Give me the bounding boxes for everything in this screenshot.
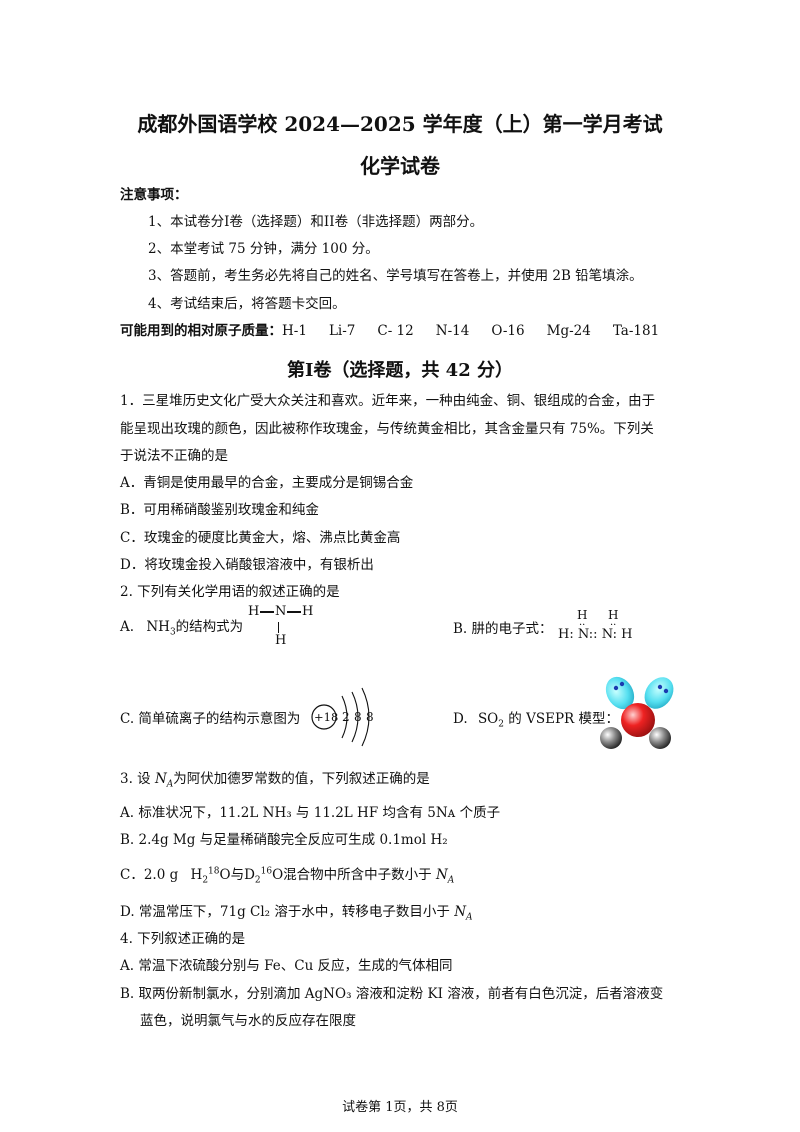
n2h4-top-h2: H — [608, 608, 619, 622]
exam-title: 成都外国语学校 2024—2025 学年度（上）第一学月考试 — [137, 112, 663, 136]
nh3-structure: H — [248, 603, 259, 621]
nh3-bond-down — [278, 622, 280, 633]
n2h4-h-right: H — [621, 627, 633, 642]
n2h4-n-right: N — [601, 627, 613, 642]
electron-dot — [657, 684, 663, 690]
note-item: 3、答题前，考生务必先将自己的姓名、学号填写在答卷上，并使用 2B 铅笔填涂。 — [148, 268, 643, 284]
shell-arc-3 — [361, 687, 370, 747]
electron-dot — [619, 681, 625, 687]
d2-16o-formula: D216O — [244, 866, 284, 886]
so2-vsepr-model — [600, 676, 674, 749]
shell-electrons-1: 2 — [342, 710, 350, 724]
nh3-bond-left — [260, 611, 274, 613]
notes-heading: 注意事项： — [120, 187, 188, 203]
atomic-mass: Ta-181 — [612, 323, 660, 339]
h2-18o-formula: H218O — [190, 866, 231, 886]
lone-pair-left — [605, 676, 635, 710]
q3-stem-pre: 3. 设 — [120, 771, 151, 787]
q2-option-d: D. SO2 的 VSEPR 模型： — [453, 710, 619, 730]
avogadro-symbol: N — [154, 771, 167, 787]
n2h4-h-left: H — [558, 627, 570, 642]
q3-stem-post: 为阿伏加德罗常数的值，下列叙述正确的是 — [173, 771, 430, 787]
avogadro-symbol: N — [454, 904, 466, 920]
sulfide-ion-diagram — [311, 687, 370, 747]
avogadro-sub: A — [466, 912, 473, 923]
nh3-bond-right — [287, 611, 301, 613]
atomic-masses-line: 可能用到的相对原子质量：H-1 Li-7 C- 12 N-14 O-16 Mg-24 Ta-… — [120, 322, 681, 340]
q3-option-c: C．2.0 g H218O与D216O混合物中所含中子数小于 NA — [120, 866, 455, 886]
note-item: 2、本堂考试 75 分钟，满分 100 分。 — [148, 241, 379, 257]
q2-d-text: 的 VSEPR 模型： — [508, 711, 619, 727]
q3-option-d: D. 常温常压下，71g Cl₂ 溶于水中，转移电子数目小于 NA — [120, 903, 473, 923]
q4-option-b-line2: 蓝色，说明氯气与水的反应存在限度 — [140, 1013, 356, 1029]
q2-a-formula-sub: 3 — [169, 627, 176, 638]
q2-a-prefix: A. — [120, 619, 135, 635]
shell-electrons-3: 8 — [366, 710, 374, 724]
nh3-h-bottom: H — [275, 633, 287, 648]
q2-option-c: C. 简单硫离子的结构示意图为 — [120, 711, 301, 727]
q3-d-pre: D. 常温常压下，71g Cl₂ 溶于水中，转移电子数目小于 — [120, 904, 450, 920]
q2-a-formula: NH — [146, 619, 170, 635]
n2h4-dots-1: ·· — [579, 620, 586, 631]
q4-option-a: A. 常温下浓硫酸分别与 Fe、Cu 反应，生成的气体相同 — [120, 958, 453, 974]
atomic-mass: Mg-24 — [546, 323, 591, 339]
atomic-mass: C- 12 — [377, 323, 414, 339]
q1-option-c: C．玫瑰金的硬度比黄金大，熔、沸点比黄金高 — [120, 530, 401, 546]
n2h4-n-left: N — [577, 627, 589, 642]
atomic-masses-label: 可能用到的相对原子质量： — [120, 323, 282, 339]
q2-a-text: 的结构式为 — [175, 619, 244, 635]
section-title: 第I卷（选择题，共 42 分） — [286, 360, 513, 381]
q3-c-mid: 与 — [230, 867, 245, 883]
oxygen-atom-right — [649, 727, 671, 749]
nucleus-charge: +18 — [314, 710, 339, 724]
q1-option-a: A．青铜是使用最早的合金，主要成分是铜锡合金 — [120, 475, 414, 491]
note-item: 4、考试结束后，将答题卡交回。 — [148, 296, 346, 312]
lone-pair-right — [644, 677, 674, 709]
q1-option-b: B．可用稀硝酸鉴别玫瑰金和纯金 — [120, 502, 319, 518]
sulfur-atom — [621, 703, 655, 737]
q4-option-b-line1: B. 取两份新制氯水，分别滴加 AgNO₃ 溶液和淀粉 KI 溶液，前者有白色沉… — [120, 986, 664, 1002]
q2-d-formula: SO — [477, 711, 499, 727]
electron-dot — [613, 685, 619, 691]
oxygen-atom-left — [600, 727, 622, 749]
nh3-h-left: H — [248, 604, 260, 619]
q2-option-b: B. 肼的电子式： — [453, 621, 553, 637]
q3-c-pre: C．2.0 g — [120, 867, 179, 883]
shell-arc-1 — [341, 695, 348, 739]
avogadro-symbol: N — [435, 867, 448, 883]
avogadro-sub: A — [166, 779, 174, 790]
atomic-mass: Li-7 — [328, 323, 356, 339]
q2-stem: 2. 下列有关化学用语的叙述正确的是 — [120, 584, 340, 600]
avogadro-sub: A — [447, 875, 455, 886]
q2-d-prefix: D. — [453, 711, 468, 727]
q3-option-a: A. 标准状况下，11.2L NH₃ 与 11.2L HF 均含有 5Nᴀ 个质… — [120, 805, 501, 821]
electron-dot — [663, 688, 669, 694]
nh3-h-right: H — [302, 604, 314, 619]
page-footer: 试卷第 1页，共 8页 — [342, 1100, 458, 1115]
atomic-mass: O-16 — [491, 323, 525, 339]
q3-c-post: 混合物中所含中子数小于 — [283, 867, 432, 883]
q2-option-a: A. NH3的结构式为 — [120, 618, 244, 638]
nucleus-circle — [311, 704, 337, 730]
q2-d-formula-sub: 2 — [498, 719, 504, 730]
q3-stem: 3. 设 NA为阿伏加德罗常数的值，下列叙述正确的是 — [120, 770, 430, 790]
q1-stem-line: 能呈现出玫瑰的颜色，因此被称作玫瑰金，与传统黄金相比，其含金量只有 75%。下列… — [120, 421, 654, 437]
shell-electrons-2: 8 — [354, 710, 362, 724]
shell-arc-2 — [351, 691, 359, 743]
atomic-mass: N-14 — [435, 323, 470, 339]
exam-subtitle: 化学试卷 — [360, 154, 440, 178]
q1-stem-line: 于说法不正确的是 — [120, 448, 228, 464]
nh3-n: N — [275, 604, 287, 619]
atomic-mass: H-1 — [282, 323, 307, 339]
n2h4-dots-2: ·· — [610, 620, 617, 631]
q3-option-b: B. 2.4g Mg 与足量稀硝酸完全反应可生成 0.1mol H₂ — [120, 832, 448, 848]
q1-option-d: D．将玫瑰金投入硝酸银溶液中，有银析出 — [120, 557, 374, 573]
q4-stem: 4. 下列叙述正确的是 — [120, 931, 246, 947]
q1-stem-line: 1．三星堆历史文化广受大众关注和喜欢。近年来，一种由纯金、铜、银组成的合金，由于 — [120, 393, 656, 409]
n2h4-electron-formula: H: N:: N: H — [558, 627, 633, 642]
n2h4-top-h1: H — [577, 608, 588, 622]
note-item: 1、本试卷分I卷（选择题）和II卷（非选择题）两部分。 — [148, 214, 484, 230]
